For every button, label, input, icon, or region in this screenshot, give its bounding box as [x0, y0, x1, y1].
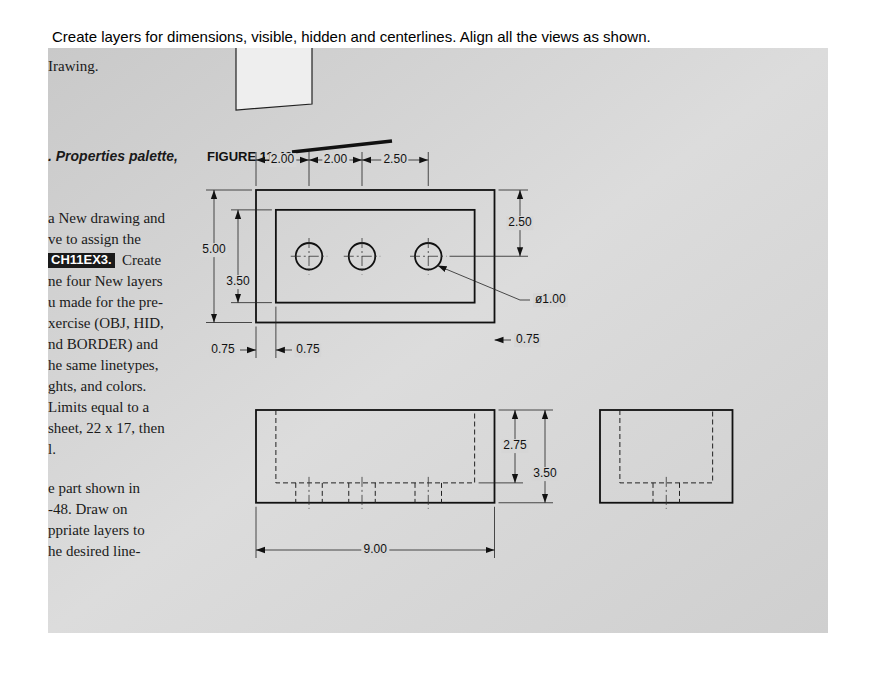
- dimension-line: [495, 340, 512, 341]
- photo-ground: [48, 48, 828, 633]
- extension-line: [206, 190, 252, 191]
- dimension-value: 2.00: [269, 153, 296, 167]
- dimension-value: 2.00: [322, 153, 349, 167]
- extension-line: [256, 327, 257, 359]
- hidden-line: [620, 410, 713, 483]
- margin-text: u made for the pre-: [48, 294, 163, 311]
- extension-line: [499, 190, 529, 191]
- dimension-line: [240, 350, 256, 351]
- hidden-line: [415, 483, 416, 503]
- hidden-line: [295, 483, 296, 503]
- figure-rule: [292, 141, 392, 152]
- margin-text: Limits equal to a: [48, 399, 149, 416]
- dimension-line: [545, 410, 546, 503]
- center-line: [309, 238, 310, 275]
- margin-text: l.: [48, 441, 56, 458]
- side-outline: [600, 410, 733, 503]
- margin-text: . Properties palette,: [48, 148, 178, 164]
- dimension-value: 3.50: [224, 275, 251, 289]
- previous-figure-edge: [236, 48, 312, 110]
- dimension-value: 2.50: [381, 153, 408, 167]
- extension-line: [362, 152, 363, 186]
- pocket-outline: [276, 210, 475, 303]
- hidden-line: [653, 483, 654, 503]
- hidden-line: [441, 483, 442, 503]
- center-line: [428, 238, 429, 275]
- center-line: [362, 477, 363, 509]
- extension-line: [206, 322, 252, 323]
- margin-text: e part shown in: [48, 480, 140, 497]
- dimension-value: 2.50: [506, 216, 533, 230]
- dimension-value: 0.75: [209, 343, 236, 357]
- instruction-heading: Create layers for dimensions, visible, h…: [52, 28, 651, 45]
- exercise-tag: CH11EX3.: [48, 253, 115, 268]
- dimension-value: 0.75: [294, 343, 321, 357]
- hidden-line: [276, 410, 475, 483]
- center-line: [666, 477, 667, 509]
- dimension-value: 2.75: [501, 440, 528, 454]
- hidden-line: [348, 483, 349, 503]
- extension-line: [231, 302, 272, 303]
- margin-text: ne four New layers: [48, 273, 163, 290]
- dimension-value: ø1.00: [533, 293, 568, 307]
- hidden-line: [679, 483, 680, 503]
- center-line: [362, 238, 363, 275]
- hidden-line: [322, 483, 323, 503]
- extension-line: [309, 152, 310, 186]
- center-line: [309, 477, 310, 509]
- front-outline: [256, 410, 495, 503]
- margin-text: ve to assign the: [48, 231, 141, 248]
- margin-text: nd BORDER) and: [48, 336, 158, 353]
- center-line: [428, 477, 429, 509]
- margin-text: he same linetypes,: [48, 357, 158, 374]
- margin-text: sheet, 22 x 17, then: [48, 420, 165, 437]
- dimension-value: 5.00: [200, 243, 227, 257]
- dimension-value: 0.75: [514, 333, 541, 347]
- margin-text: a New drawing and: [48, 210, 165, 227]
- hidden-line: [375, 483, 376, 503]
- extension-line: [231, 209, 272, 210]
- extension-line: [450, 256, 529, 257]
- margin-text: Create: [122, 252, 161, 269]
- dimension-line: [276, 350, 292, 351]
- extension-line: [479, 482, 523, 483]
- margin-text: -48. Draw on: [48, 501, 128, 518]
- margin-text: he desired line-: [48, 543, 140, 560]
- dimension-value: 9.00: [362, 543, 389, 557]
- margin-text: Irawing.: [48, 58, 98, 75]
- margin-text: ghts, and colors.: [48, 378, 146, 395]
- extension-line: [428, 152, 429, 186]
- margin-text: ppriate layers to: [48, 522, 145, 539]
- margin-text: xercise (OBJ, HID,: [48, 315, 164, 332]
- leader-line: [438, 266, 530, 300]
- orthographic-views: [206, 152, 733, 558]
- dimension-value: 3.50: [531, 467, 558, 481]
